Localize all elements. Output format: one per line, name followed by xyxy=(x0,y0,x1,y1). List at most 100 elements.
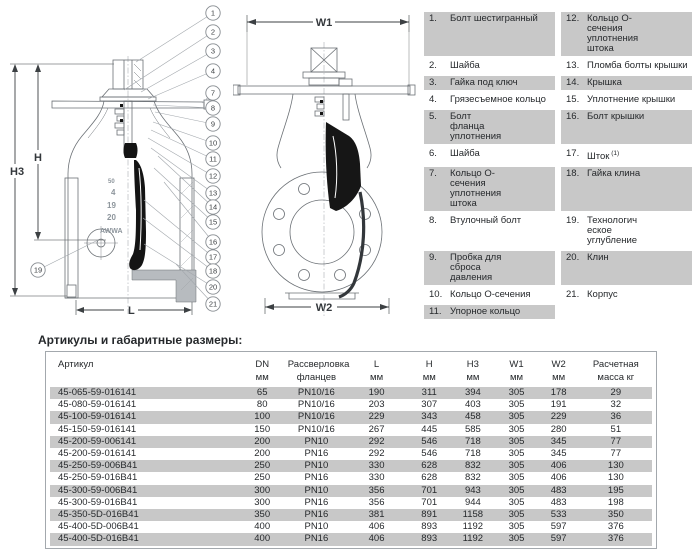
value-cell: 944 xyxy=(464,496,481,508)
value-cell: 832 xyxy=(464,472,481,484)
value-cell: 305 xyxy=(508,496,525,508)
part-label: Грязесъемное кольцо xyxy=(450,94,546,105)
value-cell: 311 xyxy=(408,387,451,400)
value-cell: PN16 xyxy=(304,448,329,460)
parts-list-item: 12.Кольцо О- сечения уплотнения штока xyxy=(561,12,692,56)
article-cell: 45-150-59-016141 xyxy=(58,423,137,435)
value-cell: 400 xyxy=(236,533,288,546)
part-label: Болт шестигранный xyxy=(450,13,538,24)
part-label: Уплотнение крышки xyxy=(587,94,676,105)
part-label: Клин xyxy=(587,252,609,264)
callout-circle-15 xyxy=(205,214,221,230)
part-footnote-marker: (1) xyxy=(609,150,620,157)
part-label: Корпус xyxy=(587,289,618,301)
callout-number: 11 xyxy=(209,155,217,164)
parts-list-item: 19.Технологич еское углубление xyxy=(561,214,692,248)
parts-list-item: 4. Грязесъемное кольцо xyxy=(424,93,555,107)
callout-leader-line xyxy=(140,50,214,93)
callout-leader-line xyxy=(150,147,214,194)
parts-list-item: 9.Пробка для сброса давления xyxy=(424,251,555,286)
callout-number: 9 xyxy=(211,120,215,129)
value-cell: 305 xyxy=(495,509,538,522)
callout-leader-line xyxy=(163,181,214,243)
cast-mark: 19 xyxy=(107,201,116,210)
callout-circle-1 xyxy=(205,5,221,21)
callout-circle-12 xyxy=(205,168,221,184)
value-cell: 891 xyxy=(408,509,451,522)
value-cell: 546 xyxy=(408,435,451,449)
value-cell: 32 xyxy=(610,399,622,411)
part-number: 4. xyxy=(429,94,437,105)
callout-number: 8 xyxy=(211,104,215,113)
value-cell: 343 xyxy=(408,411,451,424)
callout-circle-19 xyxy=(30,262,46,278)
value-cell: 307 xyxy=(421,399,438,411)
callout-leader-line xyxy=(152,121,214,144)
value-cell: 305 xyxy=(508,448,525,460)
article-cell: 45-250-59-016B41 xyxy=(58,472,138,484)
value-cell: 483 xyxy=(550,496,567,508)
part-label: Болт фланца уплотнения xyxy=(450,111,502,142)
callout-leader-line xyxy=(157,155,214,208)
article-cell: 45-350-5D-016B41 xyxy=(50,509,237,522)
value-cell: PN16 xyxy=(287,533,345,546)
value-cell: 80 xyxy=(256,399,268,411)
value-cell: 445 xyxy=(421,423,438,435)
valve-front-view-drawing: H3 H L xyxy=(8,5,221,317)
column-header: Артикул xyxy=(58,359,94,370)
value-cell: 943 xyxy=(450,484,496,497)
part-label: Пробка для сброса давления xyxy=(450,252,502,284)
value-cell: 893 xyxy=(421,521,438,533)
article-cell: 45-080-59-016141 xyxy=(58,399,137,411)
value-cell: 376 xyxy=(607,521,624,533)
parts-list-item: 11.Упорное кольцо xyxy=(424,305,555,320)
value-cell: 150 xyxy=(254,423,271,435)
value-cell: 483 xyxy=(537,484,580,497)
value-cell: 200 xyxy=(236,435,288,449)
part-number: 5. xyxy=(429,111,437,122)
dimensions-title: Артикулы и габаритные размеры: xyxy=(38,333,243,347)
parts-list-row: 11.Упорное кольцо xyxy=(424,305,692,320)
callout-circle-21 xyxy=(205,296,221,312)
article-cell: 45-065-59-016141 xyxy=(50,387,237,400)
part-label: Кольцо О- сечения уплотнения штока xyxy=(450,168,502,210)
value-cell: 195 xyxy=(579,484,652,497)
value-cell: 406 xyxy=(368,521,385,533)
value-cell: 305 xyxy=(508,472,525,484)
callout-circle-18 xyxy=(205,263,221,279)
cast-mark: 4 xyxy=(111,188,116,197)
article-cell: 45-250-59-006B41 xyxy=(50,460,237,473)
value-cell: PN16 xyxy=(287,509,345,522)
value-cell: 356 xyxy=(344,484,409,497)
wedge-cross-section xyxy=(123,143,146,271)
callout-leader-line xyxy=(175,263,214,305)
part-number: 3. xyxy=(429,77,437,88)
value-cell: 628 xyxy=(421,472,438,484)
value-cell: 406 xyxy=(344,533,409,546)
callout-number: 16 xyxy=(209,238,217,247)
article-cell: 45-100-59-016141 xyxy=(50,411,237,424)
callout-leader-line xyxy=(154,111,214,125)
article-cell: 45-300-59-016B41 xyxy=(58,496,138,508)
parts-list-item: 2.Шайба xyxy=(424,59,555,73)
value-cell: 51 xyxy=(610,423,622,435)
callout-number: 2 xyxy=(211,28,215,37)
value-cell: PN10 xyxy=(287,484,345,497)
article-cell: 45-200-59-016141 xyxy=(58,448,137,460)
part-label: Гайка под ключ xyxy=(450,77,518,88)
parts-list-empty-cell xyxy=(561,305,692,319)
value-cell: PN10 xyxy=(304,521,329,533)
part-label: Пломба болты крышки xyxy=(587,60,688,71)
